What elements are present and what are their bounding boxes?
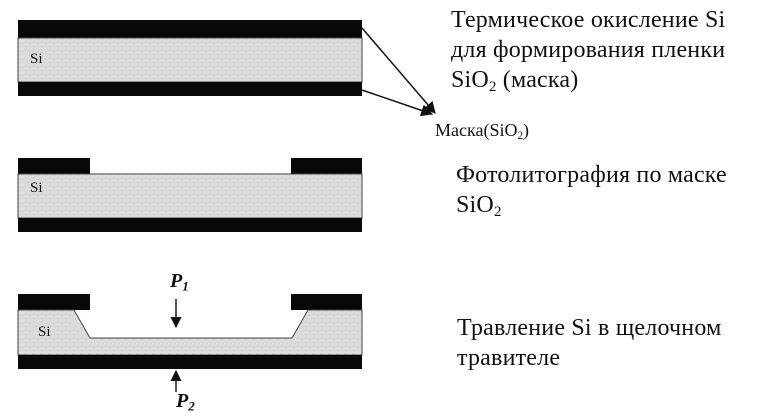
- step-1-caption-line-2: для формирования пленки: [451, 37, 726, 63]
- p1-label: P1: [170, 271, 189, 296]
- step-2-caption-line-2: SiO2: [456, 190, 772, 227]
- mask-label-sub: 2: [517, 130, 524, 143]
- step-2-caption-sio-main: SiO: [456, 192, 494, 218]
- p1-label-main: P: [170, 270, 183, 292]
- mask-pointer-line-top: [361, 27, 436, 114]
- mask-label-tail: ): [523, 120, 530, 140]
- step-1-caption: Термическое окисление Si для формировани…: [451, 5, 771, 102]
- step-1-caption-sio-tail: (маска): [496, 67, 579, 93]
- step-3-caption-line-1: Травление Si в щелочном: [457, 315, 722, 341]
- step-1-si-label: Si: [30, 51, 43, 67]
- step-1-bottom-mask-layer: [18, 82, 362, 96]
- step-1-top-mask-layer: [18, 20, 362, 38]
- step-2-bottom-mask-layer: [18, 218, 362, 232]
- step-3-caption-line-2: травителе: [457, 345, 561, 371]
- step-1-caption-sio-main: SiO: [451, 67, 489, 93]
- step-3-left-mask-block: [18, 294, 90, 310]
- step-2-caption: Фотолитография по маске SiO2: [456, 160, 772, 227]
- step-2-left-mask-block: [18, 158, 90, 174]
- p2-label-sub: 2: [188, 398, 195, 414]
- step-1-caption-sio-sub: 2: [488, 79, 497, 96]
- step-2-right-mask-block: [291, 158, 362, 174]
- step-1-caption-line-1: Термическое окисление Si: [451, 7, 726, 33]
- step-1-substrate: [17, 37, 363, 83]
- step-1-caption-line-3: SiO2 (маска): [451, 65, 771, 102]
- p2-label: P2: [176, 391, 195, 416]
- mask-label: Маска(SiO2): [435, 120, 529, 146]
- step-2-substrate: [17, 173, 363, 219]
- step-3-bottom-mask-layer: [18, 355, 362, 369]
- step-2-wafer: [17, 158, 363, 232]
- step-2-si-label: Si: [30, 180, 43, 196]
- p2-label-main: P: [176, 390, 189, 412]
- step-3-wafer: [17, 294, 363, 369]
- step-3-si-label: Si: [38, 324, 51, 340]
- step-2-caption-sio-sub: 2: [493, 204, 502, 221]
- step-3-etched-substrate: [17, 309, 363, 356]
- step-1-wafer: [17, 20, 363, 96]
- mask-pointer-line-bottom: [361, 89, 434, 117]
- p1-label-sub: 1: [182, 278, 189, 294]
- step-2-caption-line-1: Фотолитография по маске: [456, 162, 727, 188]
- step-3-caption: Травление Si в щелочном травителе: [457, 313, 772, 373]
- mask-label-main: Маска(SiO: [435, 120, 518, 140]
- step-3-right-mask-block: [291, 294, 362, 310]
